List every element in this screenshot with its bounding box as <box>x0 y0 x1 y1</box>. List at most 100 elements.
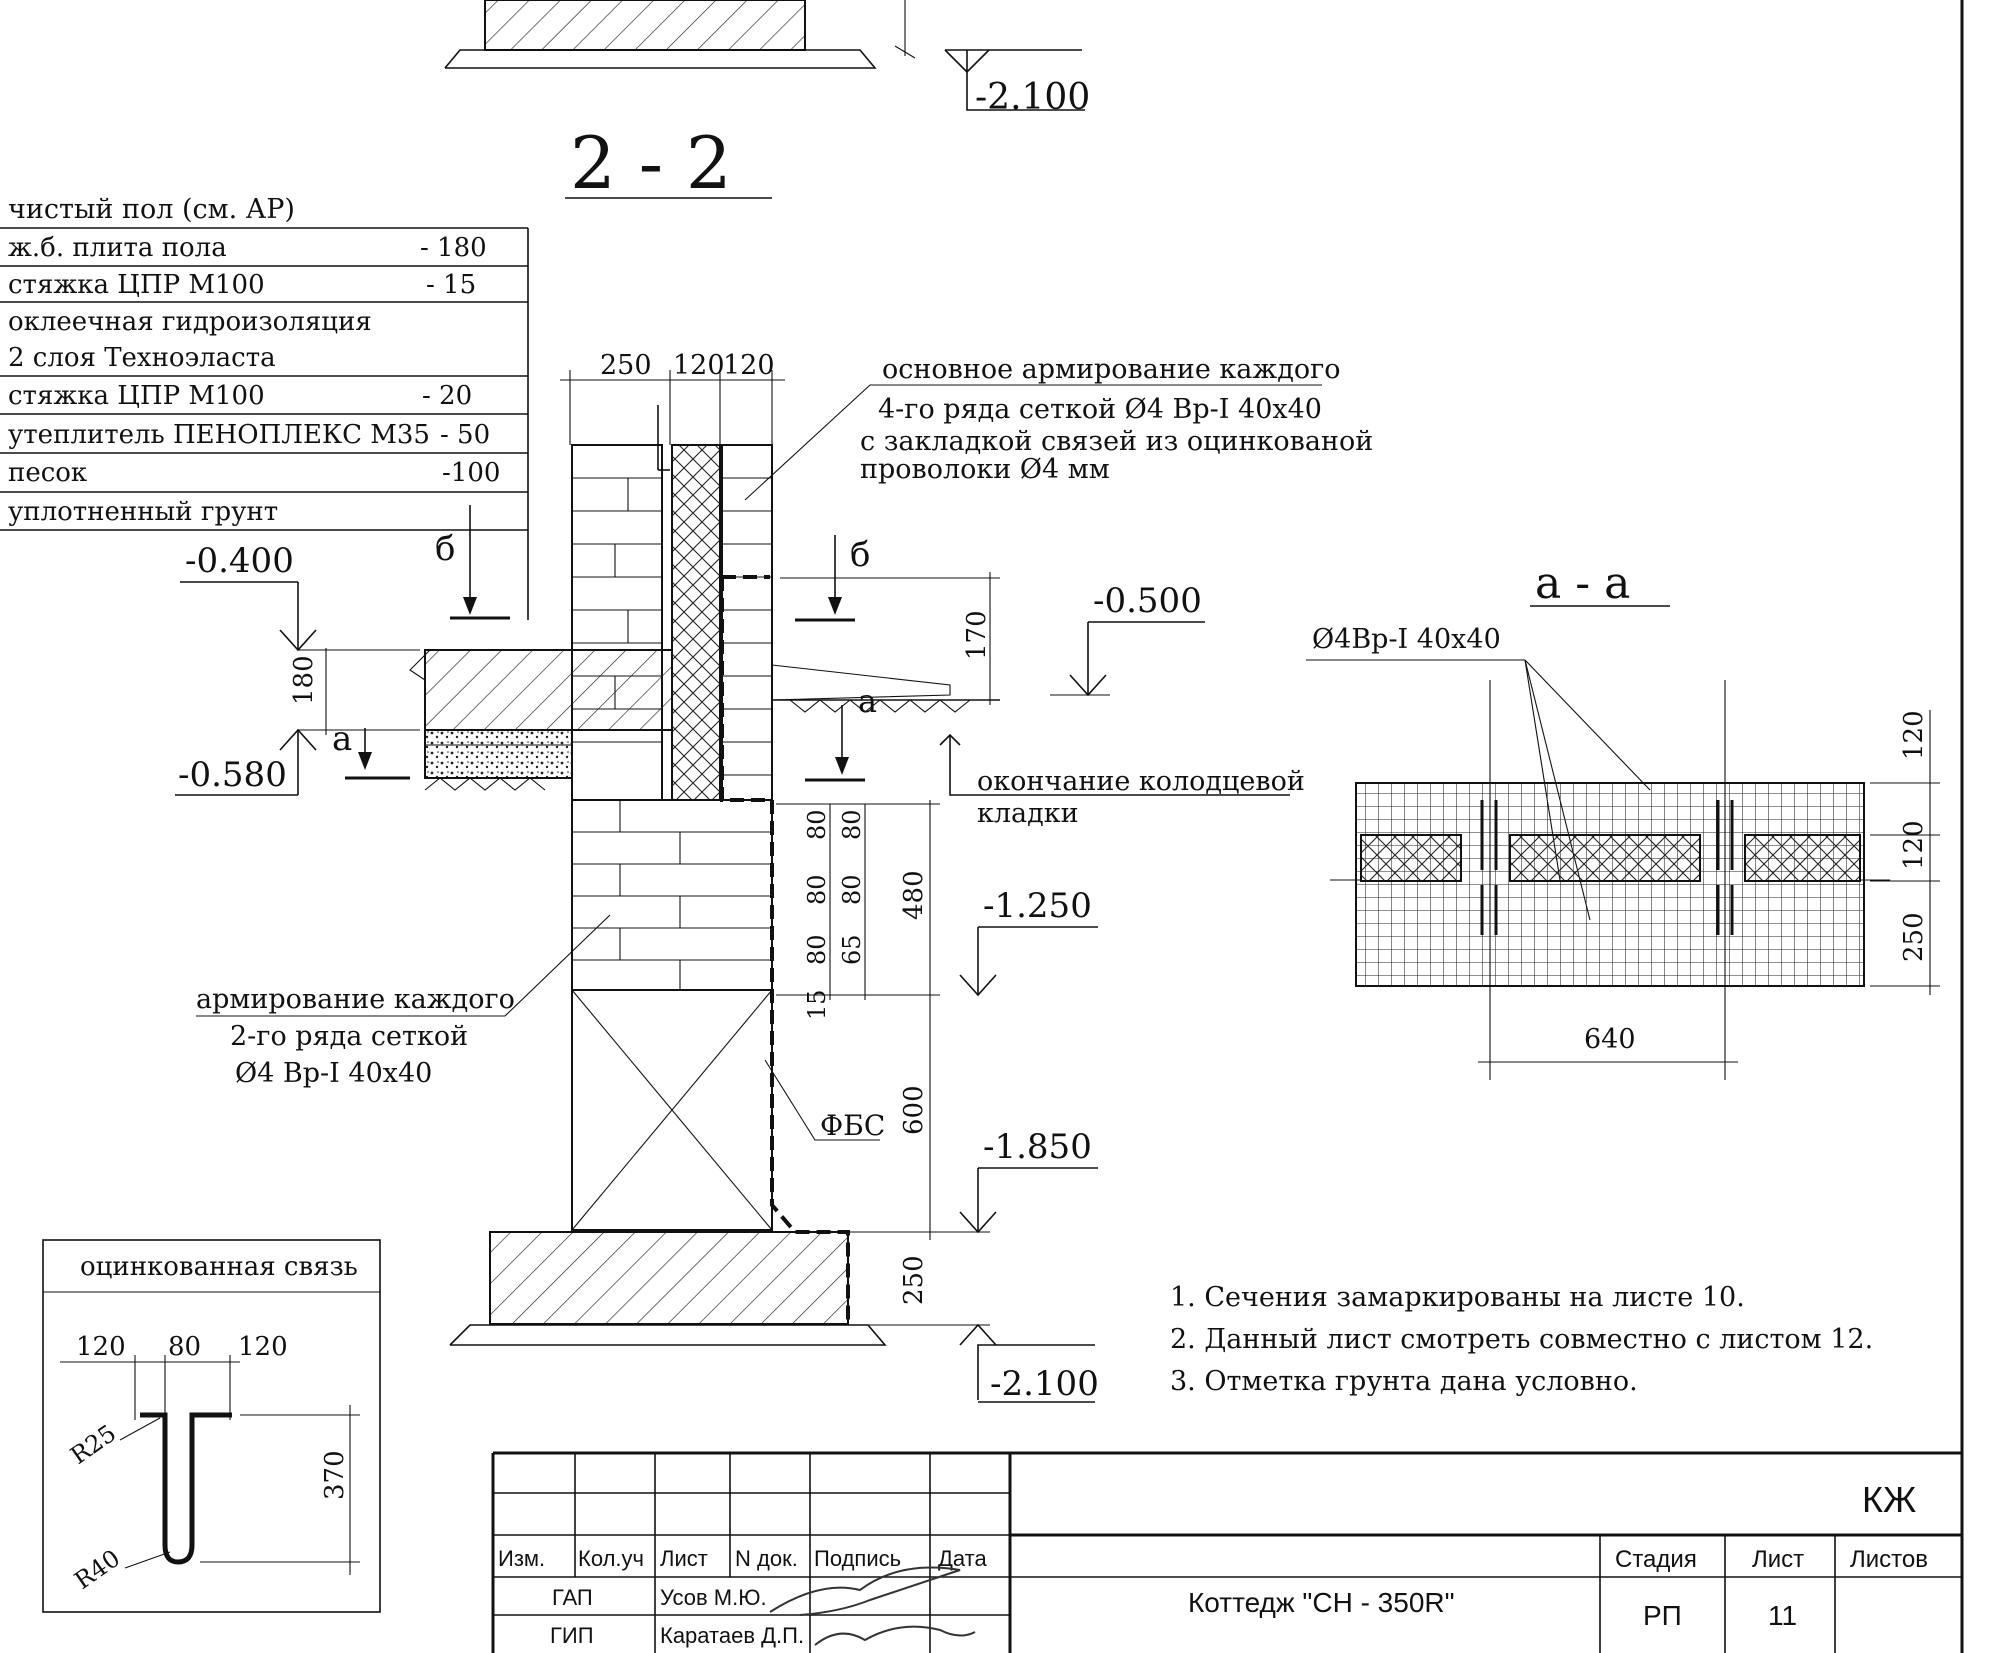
top-footing-remnant: -2.100 <box>444 0 1090 118</box>
layer-value: - 20 <box>422 381 472 411</box>
dim-80: 80 <box>838 809 866 840</box>
floor-layer-header: чистый пол (см. АР) <box>8 194 295 225</box>
stage-value: РП <box>1643 1600 1682 1631</box>
section-2-2-title: 2 - 2 <box>570 121 732 205</box>
col-kol: Кол.уч <box>578 1546 644 1571</box>
fbs-label: ФБС <box>820 1109 885 1142</box>
role-gap: ГАП <box>552 1585 593 1610</box>
tie-title: оцинкованная связь <box>80 1252 358 1282</box>
level-ground: -0.500 <box>1093 581 1202 621</box>
fbs-callout: ФБС <box>764 1059 885 1142</box>
layer-name: стяжка ЦПР М100 <box>8 381 265 411</box>
sheet-label: Лист <box>1752 1546 1804 1573</box>
tie-dim-370: 370 <box>320 1450 350 1500</box>
aa-dim-120-a: 120 <box>1899 710 1929 760</box>
floor-slab <box>409 405 1000 791</box>
layer-name: песок <box>8 458 87 488</box>
main-reinf-line4: проволоки Ø4 мм <box>860 454 1110 485</box>
layer-name: оклеечная гидроизоляция <box>8 307 372 337</box>
note-2: 2. Данный лист смотреть совместно с лист… <box>1170 1324 1873 1355</box>
marker-b-right: б <box>850 535 870 575</box>
right-level-marks: 170 -0.500 окончание колодцевой кладки 8… <box>776 572 1305 1404</box>
dim-80: 80 <box>803 874 831 905</box>
wall-section <box>449 444 887 1346</box>
dim-65: 65 <box>838 934 866 965</box>
col-data: Дата <box>938 1546 987 1571</box>
note-1: 1. Сечения замаркированы на листе 10. <box>1170 1282 1745 1313</box>
tie-r40: R40 <box>69 1544 125 1595</box>
layer-name: утеплитель ПЕНОПЛЕКС М35 <box>8 420 430 450</box>
layer-value: - 180 <box>420 233 487 263</box>
section-markers: б б а а <box>332 505 877 782</box>
sheets-label: Листов <box>1850 1546 1928 1573</box>
title-code: КЖ <box>1862 1479 1916 1520</box>
dim-80: 80 <box>803 934 831 965</box>
name-gip: Каратаев Д.П. <box>660 1623 804 1648</box>
layer-name: 2 слоя Техноэласта <box>8 343 276 373</box>
tie-dim-120-a: 120 <box>76 1332 126 1362</box>
role-gip: ГИП <box>550 1623 594 1648</box>
tie-dim-120-b: 120 <box>238 1332 288 1362</box>
tie-dim-80: 80 <box>168 1332 201 1362</box>
col-ndok: N док. <box>735 1546 798 1571</box>
main-reinforcement-callout: основное армирование каждого 4-го ряда с… <box>744 354 1373 501</box>
dim-120-a: 120 <box>673 350 725 381</box>
dim-480: 480 <box>899 870 929 920</box>
end-masonry-line1: окончание колодцевой <box>977 766 1305 797</box>
layer-name: уплотненный грунт <box>8 497 278 527</box>
aa-dim-640: 640 <box>1584 1024 1636 1055</box>
layer-value: - 50 <box>440 420 490 450</box>
sheet-value: 11 <box>1768 1600 1797 1631</box>
dim-80: 80 <box>803 809 831 840</box>
main-reinf-line1: основное армирование каждого <box>882 354 1341 385</box>
end-masonry-line2: кладки <box>977 798 1079 829</box>
tie-r25: R25 <box>65 1419 121 1470</box>
dim-250: 250 <box>600 350 652 381</box>
marker-a-left: а <box>332 719 352 759</box>
name-gap: Усов М.Ю. <box>660 1585 767 1610</box>
main-reinf-line2: 4-го ряда сеткой Ø4 Вр-I 40х40 <box>878 394 1322 425</box>
stage-label: Стадия <box>1615 1546 1697 1573</box>
col-list: Лист <box>660 1546 708 1571</box>
reinf-2nd-line1: армирование каждого <box>196 984 515 1015</box>
layer-name: стяжка ЦПР М100 <box>8 270 265 300</box>
section-a-a-title: а - а <box>1535 558 1630 609</box>
marker-a-right: а <box>858 682 877 720</box>
dim-180: 180 <box>289 655 319 705</box>
dim-15: 15 <box>803 989 831 1020</box>
reinf-2nd-line2: 2-го ряда сеткой <box>230 1021 468 1052</box>
reinf-2nd-line3: Ø4 Вр-I 40х40 <box>235 1058 432 1089</box>
aa-mesh-label: Ø4Вр-I 40х40 <box>1312 624 1501 655</box>
main-reinf-line3: с закладкой связей из оцинкованой <box>860 426 1373 457</box>
level-fbs-top: -1.850 <box>983 1127 1092 1167</box>
wall-top-dimensions: 250 120 120 <box>560 350 785 445</box>
level-top-base: -2.100 <box>975 77 1090 118</box>
dim-170: 170 <box>962 610 992 660</box>
level-footing-bottom: -2.100 <box>990 1364 1099 1404</box>
title-block: КЖ Коттедж "СН - 350R" Изм. Кол.уч Лист … <box>491 1451 1962 1653</box>
layer-value: - 15 <box>426 270 476 300</box>
layer-name: ж.б. плита пола <box>8 233 227 263</box>
level-floor-top: -0.400 <box>185 541 294 581</box>
level-1250: -1.250 <box>983 886 1092 926</box>
signature-gap <box>769 1566 961 1616</box>
dim-600: 600 <box>899 1085 929 1135</box>
floor-layer-table: чистый пол (см. АР) ж.б. плита пола - 18… <box>0 194 529 620</box>
tie-detail: оцинкованная связь 120 80 120 370 R25 R4… <box>42 1239 381 1613</box>
section-a-a: а - а Ø4Вр-I 40х40 120 120 250 640 <box>1306 558 1940 1080</box>
level-floor-bottom: -0.580 <box>178 755 287 795</box>
note-3: 3. Отметка грунта дана условно. <box>1170 1366 1638 1397</box>
title-project: Коттедж "СН - 350R" <box>1188 1587 1455 1618</box>
reinf-2nd-callout: армирование каждого 2-го ряда сеткой Ø4 … <box>196 914 611 1089</box>
dim-80: 80 <box>838 874 866 905</box>
aa-dim-120-b: 120 <box>1899 820 1929 870</box>
col-izm: Изм. <box>498 1546 545 1571</box>
dim-250-footing: 250 <box>899 1255 929 1305</box>
marker-b-left: б <box>435 529 455 569</box>
col-podp: Подпись <box>814 1546 901 1571</box>
signature-gip <box>814 1625 976 1646</box>
aa-dim-250: 250 <box>1899 912 1929 962</box>
left-level-marks: -0.400 -0.580 180 <box>175 541 420 796</box>
layer-value: -100 <box>442 458 500 488</box>
